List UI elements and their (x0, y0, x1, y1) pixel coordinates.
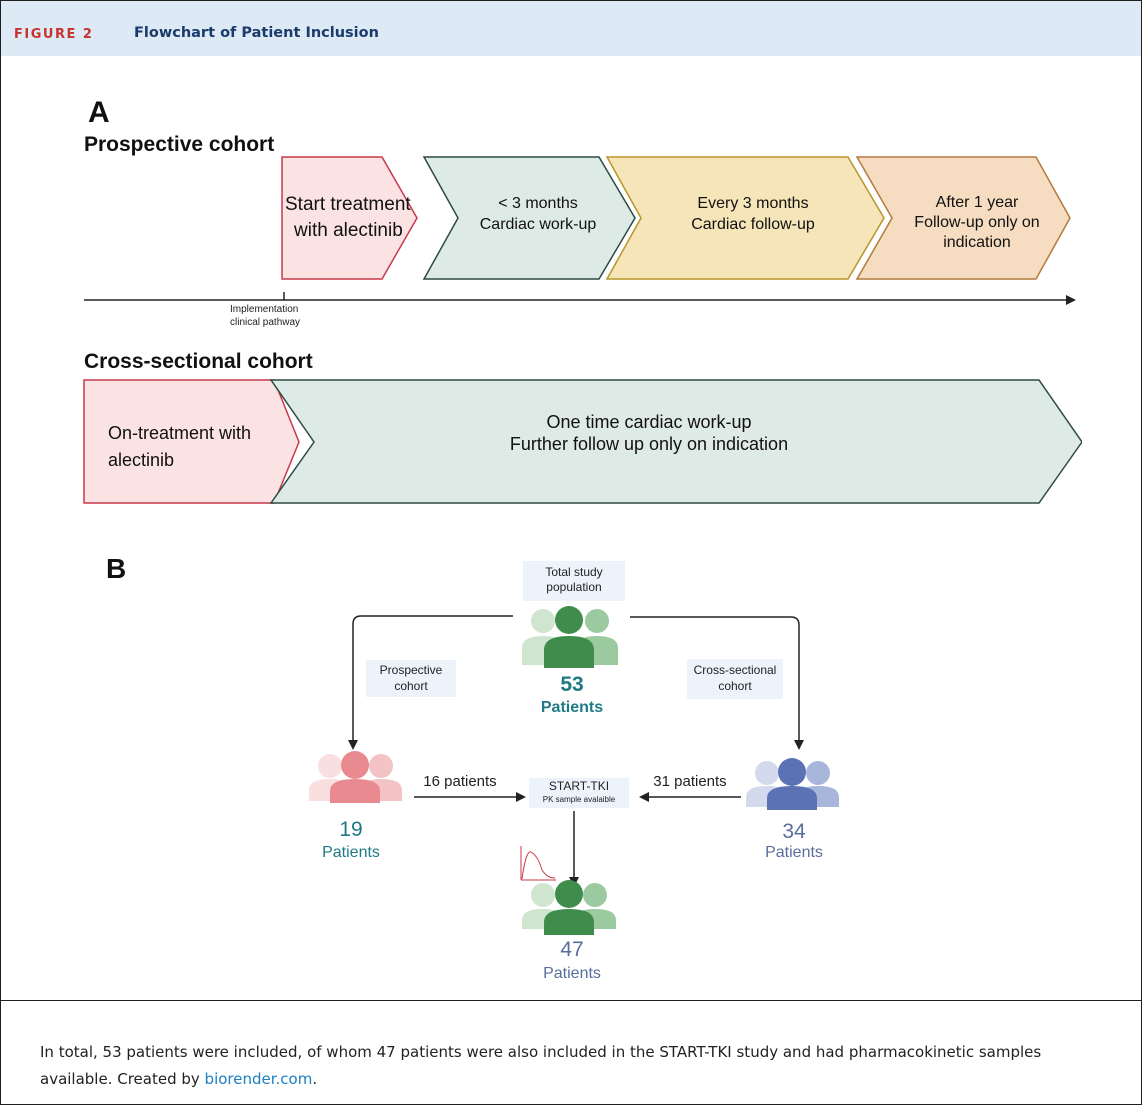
total-label-box (523, 561, 625, 601)
total-label-line1: Total study (545, 565, 602, 579)
cross-label-line1: Cross-sectional (694, 663, 777, 677)
step-cardiac-followup: Every 3 months Cardiac follow-up (605, 156, 885, 280)
arrow-to-prospective (348, 615, 513, 750)
cross-step-one-time-workup: One time cardiac work-up Further follow … (269, 379, 1083, 504)
starttki-line2: PK sample avalaible (543, 795, 616, 804)
total-unit: Patients (541, 699, 603, 716)
cross-label-line2: cohort (718, 679, 752, 693)
step-start-treatment-line1: Start treatment (285, 194, 411, 215)
starttki-box (529, 778, 629, 808)
prospective-label-line2: cohort (394, 679, 428, 693)
starttki-line1: START-TKI (549, 779, 609, 793)
step-after-one-year-line1: After 1 year (936, 194, 1019, 211)
cross-step-on-treatment-line2: alectinib (108, 450, 174, 470)
caption-end: . (312, 1070, 318, 1088)
people-icon-pk (522, 880, 616, 935)
cross-step-one-time-workup-line1: One time cardiac work-up (546, 412, 751, 432)
figure-title: Flowchart of Patient Inclusion (134, 25, 379, 41)
step-start-treatment: Start treatment with alectinib (281, 156, 418, 280)
people-icon-prospective (309, 751, 402, 803)
panel-a-letter: A (88, 96, 110, 129)
step-cardiac-workup-line2: Cardiac work-up (480, 216, 597, 233)
total-count: 53 (560, 673, 583, 696)
figure-caption: In total, 53 patients were included, of … (40, 1039, 1100, 1093)
biorender-link[interactable]: biorender.com (204, 1070, 313, 1088)
caption-divider (1, 1000, 1141, 1001)
step-start-treatment-line2: with alectinib (293, 220, 403, 241)
step-cardiac-followup-line2: Cardiac follow-up (691, 216, 815, 233)
panel-b-letter: B (106, 553, 126, 584)
cross-step-one-time-workup-line2: Further follow up only on indication (510, 434, 788, 454)
step-after-one-year-line3: indication (943, 234, 1011, 251)
caption-text: In total, 53 patients were included, of … (40, 1043, 1042, 1088)
step-cardiac-workup-line1: < 3 months (498, 195, 578, 212)
step-cardiac-followup-line1: Every 3 months (697, 195, 808, 212)
step-after-one-year: After 1 year Follow-up only on indicatio… (855, 156, 1071, 280)
left-arrow-label: 16 patients (423, 773, 496, 790)
prospective-count: 19 (339, 818, 362, 841)
timeline-note-line1: Implementation (230, 304, 298, 315)
people-icon-total (522, 606, 618, 668)
step-after-one-year-line2: Follow-up only on (914, 214, 1039, 231)
cross-count: 34 (782, 820, 806, 843)
people-icon-cross-sectional (746, 758, 839, 810)
pk-curve-icon (520, 846, 556, 881)
prospective-cohort-title: Prospective cohort (84, 133, 274, 156)
flowchart-svg: A Prospective cohort Start treatment wit… (83, 96, 1083, 982)
cross-step-on-treatment-line1: On-treatment with (108, 423, 251, 443)
right-arrow-label: 31 patients (653, 773, 726, 790)
cross-step-on-treatment: On-treatment with alectinib (83, 379, 300, 504)
arrow-to-cross-sectional (630, 616, 804, 750)
prospective-unit: Patients (322, 844, 380, 861)
step-cardiac-workup: < 3 months Cardiac work-up (422, 156, 636, 280)
figure-header: FIGURE 2 Flowchart of Patient Inclusion (1, 1, 1141, 56)
timeline-note-line2: clinical pathway (230, 317, 300, 328)
cross-label-box (687, 659, 783, 699)
figure-label: FIGURE 2 (14, 27, 94, 42)
pk-count: 47 (560, 938, 583, 961)
prospective-label-box (366, 660, 456, 697)
prospective-label-line1: Prospective (380, 663, 443, 677)
total-label-line2: population (546, 580, 601, 594)
cross-unit: Patients (765, 844, 823, 861)
pk-unit: Patients (543, 965, 601, 982)
cross-sectional-title: Cross-sectional cohort (84, 350, 313, 373)
figure-artwork: A Prospective cohort Start treatment wit… (64, 80, 1083, 988)
